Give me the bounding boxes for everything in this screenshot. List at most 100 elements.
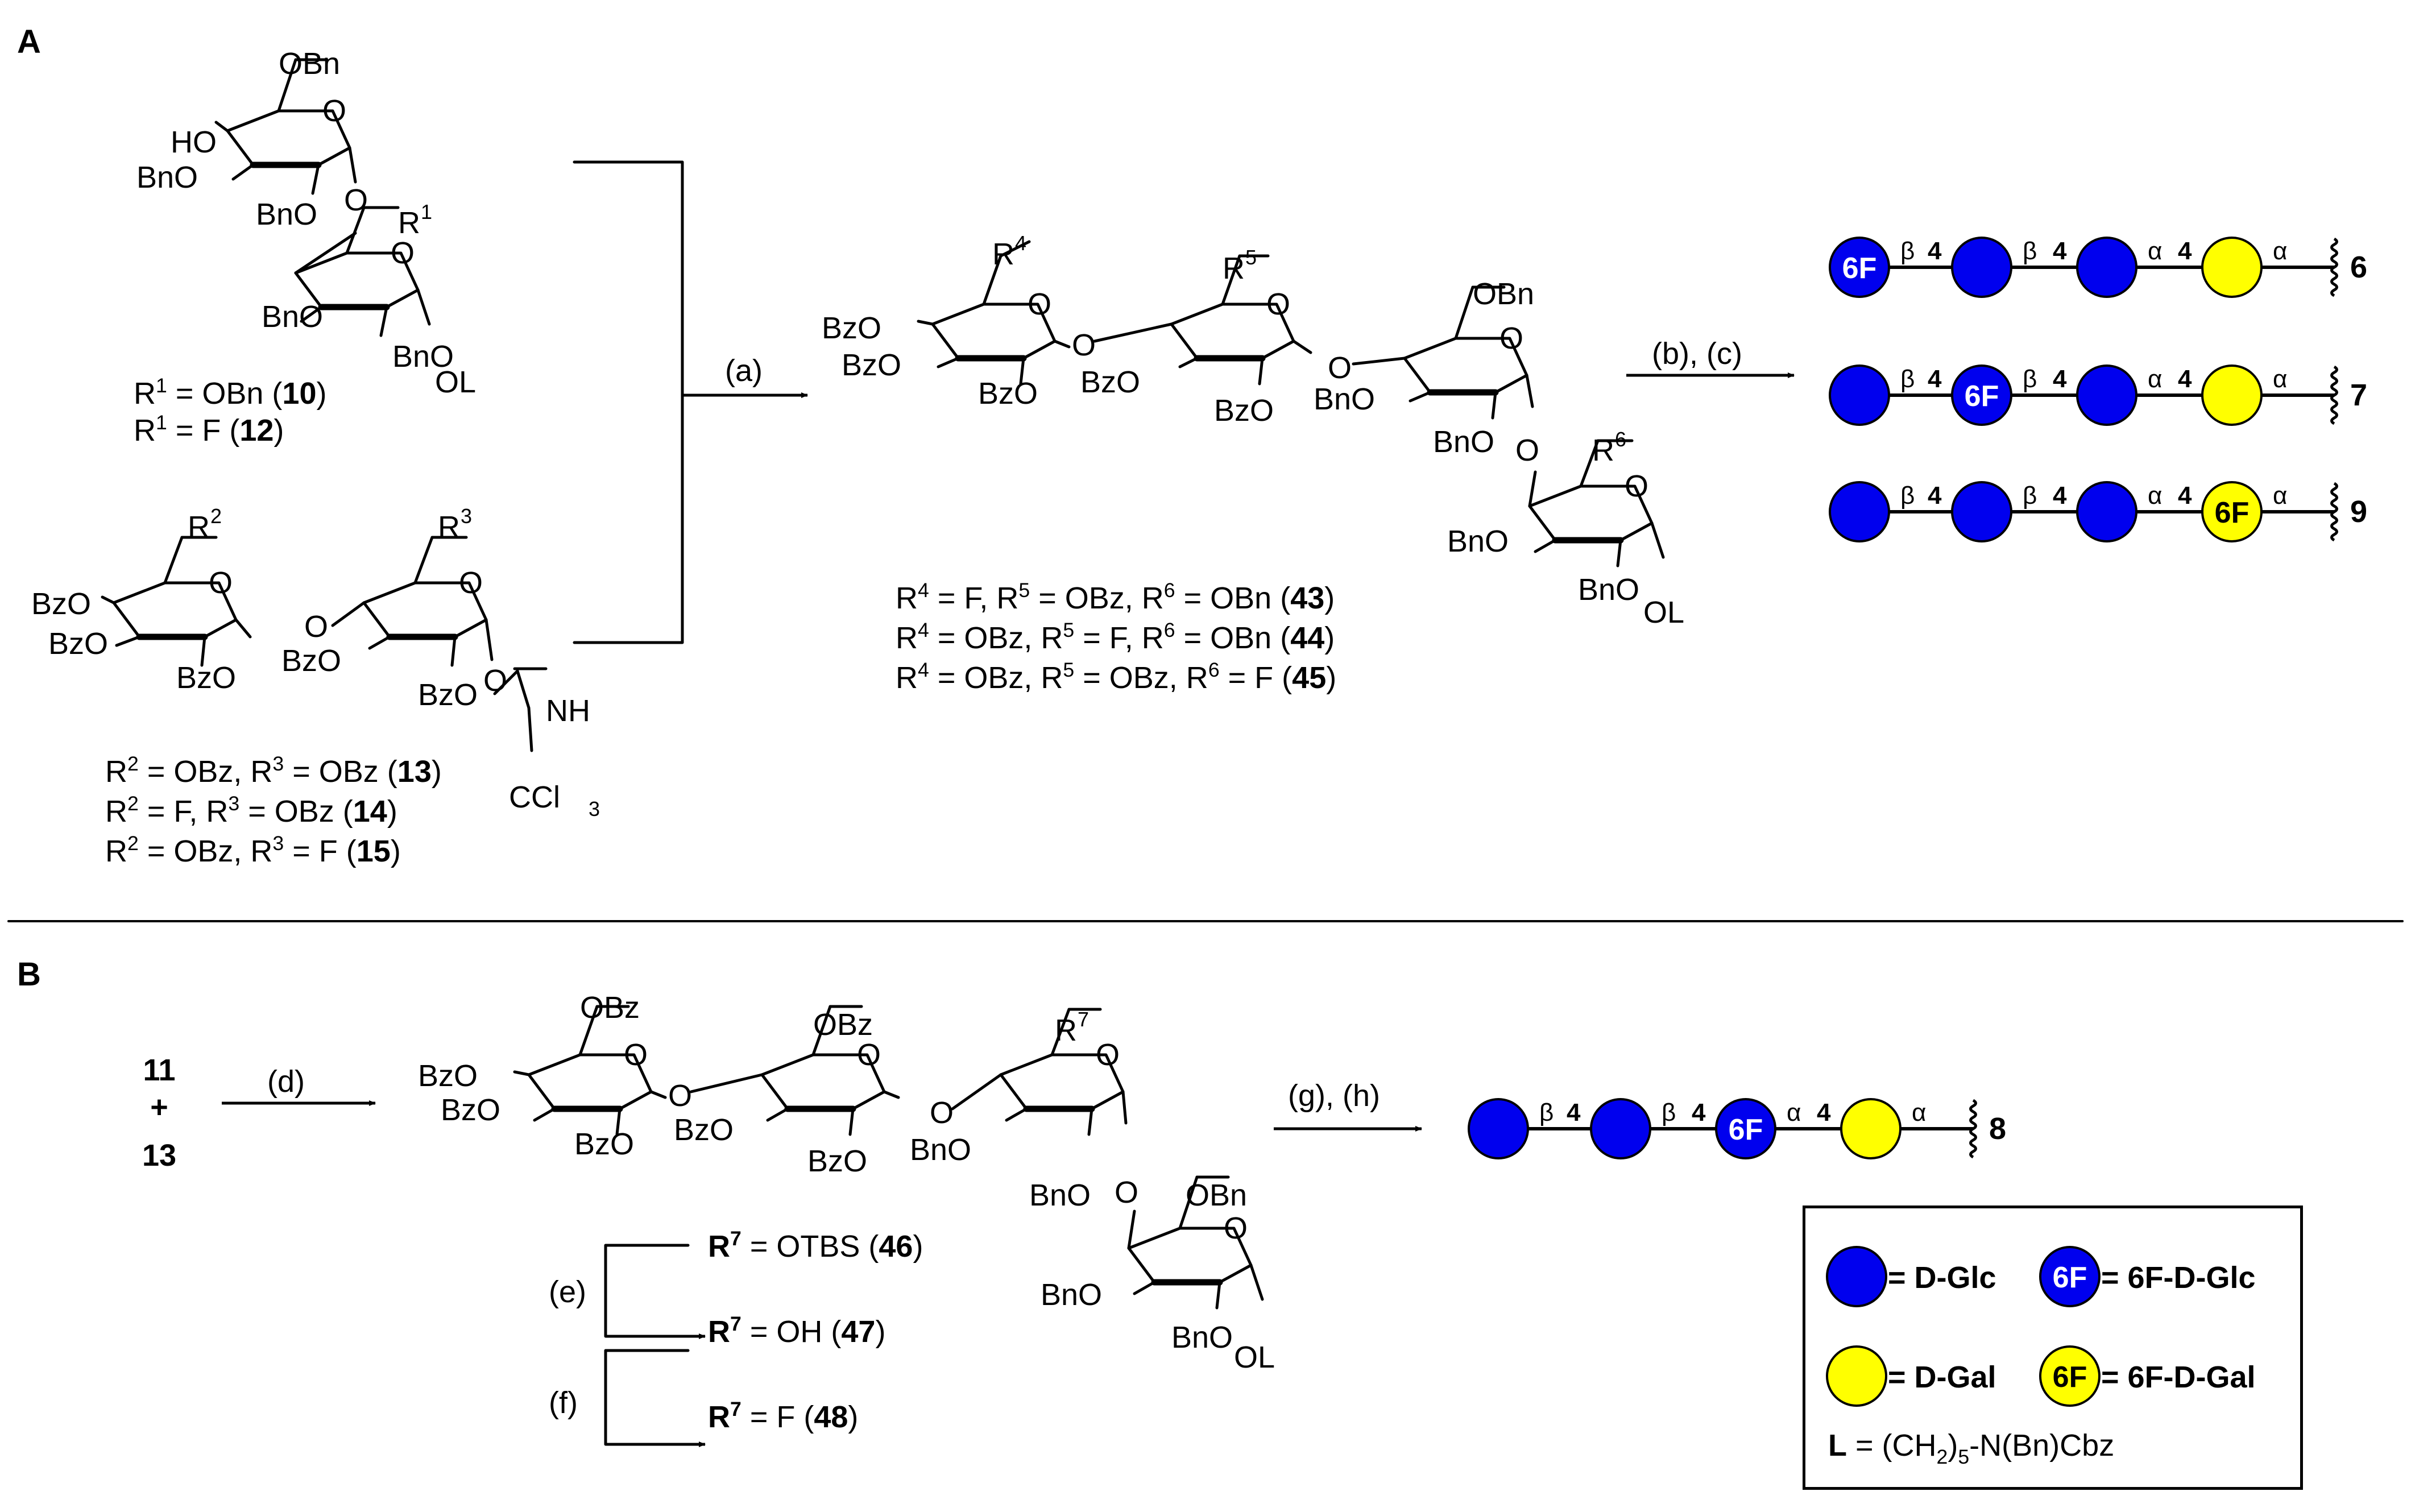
substituent-bno: BnO xyxy=(1433,425,1494,459)
donor-bottom-glc1-ring-front xyxy=(112,601,238,639)
substituent-bno: BnO xyxy=(1041,1278,1102,1312)
substituent-bno: BnO xyxy=(910,1133,971,1167)
compound-number: 6 xyxy=(2350,250,2367,284)
fluoro-label: 6F xyxy=(2053,1361,2087,1394)
bond xyxy=(937,357,960,368)
donor-bottom-glc1-ring xyxy=(112,581,238,622)
product-b-gal-ring-o: O xyxy=(1224,1211,1248,1245)
galactose-circle-icon xyxy=(2201,481,2263,542)
substituent-r: R xyxy=(188,510,210,544)
bond xyxy=(115,635,141,647)
bond xyxy=(200,635,206,667)
step-label-e: (e) xyxy=(549,1275,586,1309)
glucose-circle-icon xyxy=(1826,1246,1887,1307)
bond xyxy=(163,536,184,585)
donor-bottom-definition: R2 = F, R3 = OBz (14) xyxy=(105,792,397,829)
donor-top-definition: R1 = OBn (10) xyxy=(134,374,326,411)
product-b-glc3-ring xyxy=(999,1053,1125,1093)
reducing-end-squiggle xyxy=(2330,482,2338,542)
glycosidic-o: O xyxy=(930,1096,954,1130)
galactose-circle-icon xyxy=(1826,1345,1887,1407)
glycosidic-o: O xyxy=(668,1079,692,1113)
galactose-circle-icon xyxy=(2201,364,2263,426)
product-glc2-ring xyxy=(1170,303,1295,343)
substituent-obz: OBz xyxy=(813,1008,873,1042)
glycosidic-o: O xyxy=(1072,328,1096,362)
bond xyxy=(300,305,323,323)
product-b-glc3-ring-o: O xyxy=(1096,1038,1120,1072)
substituent-bno: BnO xyxy=(1578,573,1639,607)
bond xyxy=(1579,439,1600,488)
linkage-position-label: 4 xyxy=(1567,1099,1581,1126)
bond xyxy=(1525,374,1534,408)
product-definition: R4 = OBz, R5 = F, R6 = OBn (44) xyxy=(896,619,1335,655)
bond xyxy=(1127,1209,1136,1250)
r7-definition: R7 = OTBS (46) xyxy=(708,1227,923,1264)
anomer-label: β xyxy=(2023,365,2037,393)
fluoro-label: 6F xyxy=(2053,1261,2087,1294)
donor-top-glc-ring xyxy=(226,109,351,150)
legend-box xyxy=(1803,1206,2303,1490)
bond xyxy=(231,163,255,181)
linkage-position-label: 4 xyxy=(2178,482,2192,509)
substituent-bzo: BzO xyxy=(176,661,236,695)
glycosidic-o: O xyxy=(344,183,368,217)
linkage-position-label: 4 xyxy=(2178,365,2192,393)
substituent-r: R xyxy=(398,206,420,240)
anomer-label: β xyxy=(1900,365,1915,393)
donor-bottom-definition: R2 = OBz, R3 = F (15) xyxy=(105,832,401,868)
r7-definition: R7 = F (48) xyxy=(708,1398,858,1434)
glucose-circle-icon xyxy=(2039,1246,2101,1307)
donor-top-glc-ring-front xyxy=(226,129,351,167)
substituent-r: R xyxy=(438,510,460,544)
galactose-circle-icon xyxy=(2201,237,2263,298)
anomer-label: α xyxy=(2273,482,2287,509)
substituent-obn: OBn xyxy=(279,47,340,81)
substituent-bno: BnO xyxy=(1171,1320,1233,1354)
linkage-position-label: 4 xyxy=(1817,1099,1831,1126)
bond xyxy=(999,240,1031,258)
bond xyxy=(1005,1107,1028,1122)
anomer-label: β xyxy=(1539,1099,1554,1126)
substituent-bno: BnO xyxy=(1029,1178,1091,1212)
donor-bottom-glc2-ring-front xyxy=(362,601,488,639)
fluoro-label: 6F xyxy=(1842,252,1877,285)
product-b-glc1-ring-o: O xyxy=(624,1038,648,1072)
substituent-bno: BnO xyxy=(262,300,323,334)
substituent-ccl3: CCl xyxy=(509,780,560,814)
substituent-sup: 6 xyxy=(1615,428,1626,451)
bond xyxy=(516,669,531,710)
anomer-label: α xyxy=(2273,365,2287,393)
product-b-glc1-ring-front xyxy=(527,1073,653,1111)
bond xyxy=(416,288,431,326)
anomer-label: α xyxy=(2273,237,2287,265)
donor-top-gal-ring xyxy=(294,251,420,292)
legend: 6F 6F xyxy=(1826,1246,2101,1407)
bond xyxy=(578,1005,599,1057)
product-glc3-ring-o: O xyxy=(1499,321,1523,355)
substituent-bzo: BzO xyxy=(418,678,478,712)
substituent-bzo: BzO xyxy=(842,348,901,382)
bond xyxy=(348,146,357,184)
anomer-label: α xyxy=(1787,1099,1801,1126)
legend-fglc-label: = 6F-D-Glc xyxy=(2101,1261,2256,1295)
product-b-glc2-ring xyxy=(760,1053,886,1093)
substituent-bzo: BzO xyxy=(418,1059,478,1093)
legend-fgal-label: = 6F-D-Gal xyxy=(2101,1360,2256,1394)
bond xyxy=(527,706,533,752)
bond xyxy=(917,320,934,326)
bond xyxy=(1650,521,1665,559)
substituent-ol: OL xyxy=(1234,1340,1275,1374)
reaction-bracket xyxy=(573,160,684,644)
panel-label-a: A xyxy=(17,23,41,60)
step-label-bc: (b), (c) xyxy=(1652,337,1742,371)
bond xyxy=(1087,1107,1093,1136)
linkage-position-label: 4 xyxy=(2178,237,2192,265)
substituent-bzo: BzO xyxy=(674,1113,734,1147)
glucose-circle-icon xyxy=(1829,481,1890,542)
legend-glc-label: = D-Glc xyxy=(1888,1261,1996,1295)
linkage-position-label: 4 xyxy=(1928,237,1942,265)
substituent-ol: OL xyxy=(1643,595,1684,629)
glycosidic-o: O xyxy=(1515,433,1539,467)
product-b-glc2-ring-o: O xyxy=(857,1038,881,1072)
